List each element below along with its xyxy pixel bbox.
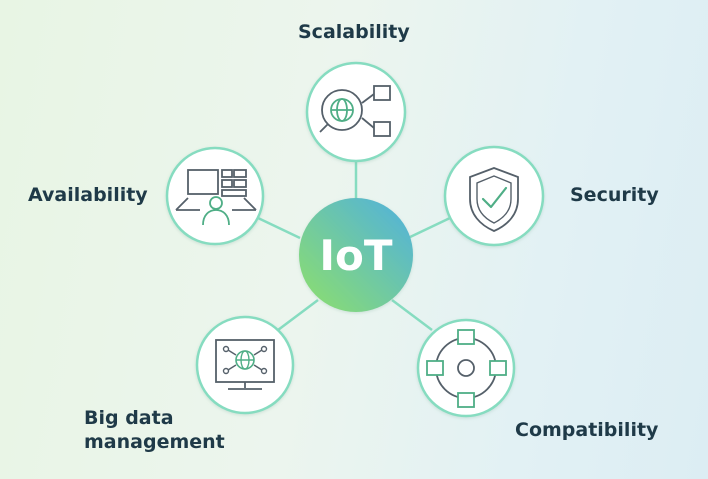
label-security: Security <box>570 184 659 206</box>
shield-check-icon <box>469 167 519 232</box>
connector-security <box>407 216 451 240</box>
label-scalability: Scalability <box>298 21 410 43</box>
connector-compatibility <box>391 299 433 331</box>
iot-hub-label: IoT <box>319 231 392 280</box>
node-availability <box>165 146 265 246</box>
connector-availability <box>257 216 301 240</box>
label-compatibility: Compatibility <box>515 419 659 441</box>
iot-hub: IoT <box>299 198 413 312</box>
node-security <box>443 145 545 247</box>
user-workstation-icon <box>175 169 257 226</box>
connected-nodes-icon <box>426 329 507 408</box>
monitor-network-icon <box>215 339 275 390</box>
label-big-data-management: Big data management <box>84 407 225 453</box>
node-scalability <box>305 61 407 163</box>
label-availability: Availability <box>28 184 148 206</box>
connector-big-data <box>277 299 319 331</box>
globe-search-network-icon <box>319 85 391 137</box>
node-compatibility <box>416 318 516 418</box>
node-big-data <box>195 315 295 415</box>
